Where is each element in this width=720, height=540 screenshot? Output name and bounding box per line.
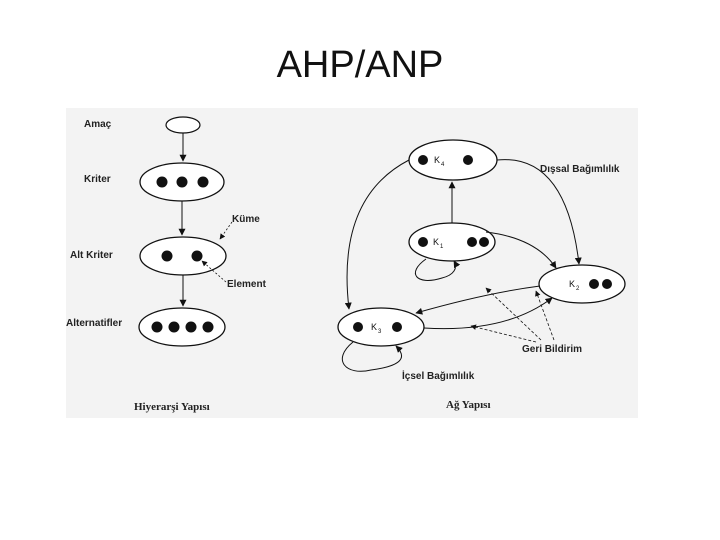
element-dot — [602, 279, 612, 289]
feedback-pointer-2 — [470, 324, 537, 343]
element-dot — [418, 237, 428, 247]
node-k1-letter: K — [433, 237, 439, 247]
node-k1: K 1 — [408, 222, 496, 262]
element-dot — [161, 250, 173, 262]
node-k3-letter: K — [371, 322, 377, 332]
node-k4-index: 4 — [441, 162, 445, 168]
node-k3: K 3 — [337, 307, 425, 347]
element-pointer — [201, 260, 227, 283]
element-dot — [197, 176, 209, 188]
feedback-pointer-3 — [535, 290, 555, 341]
loop-k3-self — [341, 341, 403, 372]
element-dot — [467, 237, 477, 247]
ahp-anp-diagram: Amaç Kriter Alt Kriter Alternatifler — [66, 116, 626, 413]
slide-title: AHP/ANP — [276, 44, 444, 86]
element-dot — [156, 176, 168, 188]
element-dot — [191, 250, 203, 262]
level-label-criteria: Kriter — [84, 174, 111, 185]
cluster-pointer — [219, 221, 233, 240]
element-dot — [589, 279, 599, 289]
element-dot — [463, 155, 473, 165]
element-dot — [392, 322, 402, 332]
arrow-k4-k3 — [344, 159, 410, 310]
node-k3-index: 3 — [378, 329, 382, 335]
element-dot — [418, 155, 428, 165]
annotation-feedback: Geri Bildirim — [522, 344, 582, 355]
element-dot — [151, 321, 163, 333]
element-dot — [176, 176, 188, 188]
element-dot — [479, 237, 489, 247]
goal-node — [165, 116, 201, 134]
element-dot — [353, 322, 363, 332]
alternatives-node — [138, 307, 226, 347]
node-k4: K 4 — [408, 139, 498, 181]
element-dot — [185, 321, 197, 333]
arrow-k1-k2 — [485, 231, 557, 269]
criteria-node — [139, 162, 225, 202]
annotation-inner-dependence: İçsel Bağımlılık — [402, 369, 475, 382]
element-dot — [168, 321, 180, 333]
node-k4-letter: K — [434, 155, 440, 165]
node-k2: K 2 — [538, 264, 626, 304]
arrow-k3-k2 — [423, 297, 553, 330]
arrow-k4-k2 — [496, 159, 582, 265]
annotation-cluster: Küme — [232, 214, 260, 225]
feedback-pointer-1 — [485, 287, 542, 341]
subcriteria-node — [139, 236, 227, 276]
node-k2-letter: K — [569, 279, 575, 289]
level-label-goal: Amaç — [84, 119, 112, 130]
hierarchy-caption: Hiyerarşi Yapısı — [134, 401, 210, 413]
arrow-k2-k3 — [415, 285, 541, 315]
node-k1-index: 1 — [440, 244, 444, 250]
level-label-subcriteria: Alt Kriter — [70, 250, 113, 261]
network-caption: Ağ Yapısı — [446, 399, 491, 411]
network-structure: K 4 K 1 K 2 K 3 — [337, 139, 626, 411]
node-k2-index: 2 — [576, 286, 580, 292]
hierarchy-structure: Amaç Kriter Alt Kriter Alternatifler — [66, 116, 267, 413]
level-label-alternatives: Alternatifler — [66, 318, 122, 329]
annotation-element: Element — [227, 279, 267, 290]
annotation-outer-dependence: Dışsal Bağımlılık — [540, 164, 620, 175]
element-dot — [202, 321, 214, 333]
loop-k1-self — [414, 258, 461, 281]
ahp-anp-figure: Amaç Kriter Alt Kriter Alternatifler — [66, 108, 638, 418]
